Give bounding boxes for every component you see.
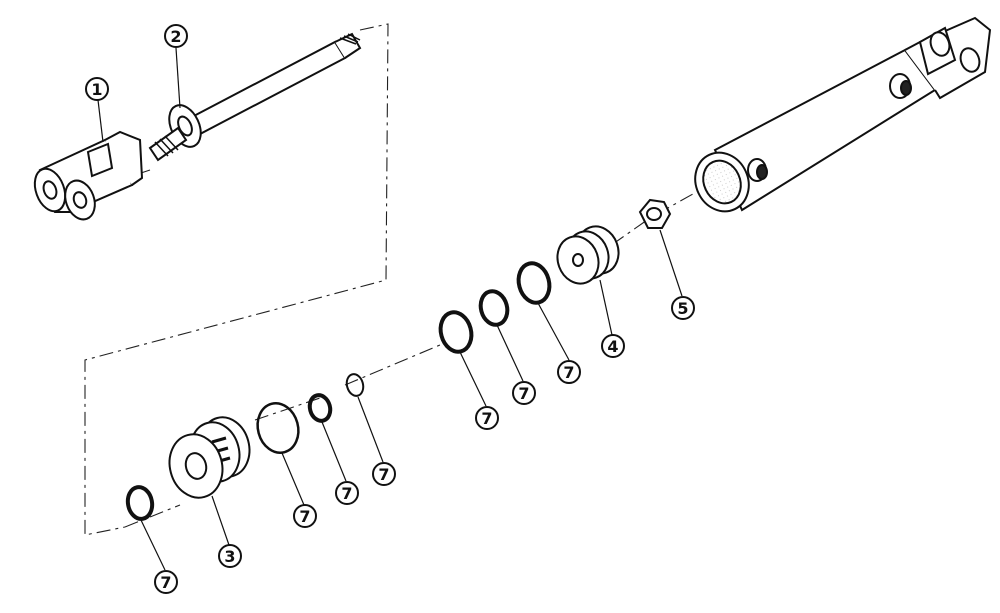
backup-ring-medium: [438, 310, 474, 354]
callout-7f: 7: [512, 381, 536, 405]
piston-rod-part: [148, 32, 362, 162]
callout-7a: 7: [154, 570, 178, 594]
callout-4-label: 4: [607, 337, 618, 356]
callout-7b: 7: [293, 504, 317, 528]
callout-5-label: 5: [677, 299, 688, 318]
callout-7a-label: 7: [160, 573, 171, 592]
callout-7e-label: 7: [481, 409, 492, 428]
piston-part: [556, 225, 620, 285]
callout-1: 1: [85, 77, 109, 101]
callout-7g-label: 7: [563, 363, 574, 382]
callout-7d: 7: [372, 462, 396, 486]
assembly-guide-lines: [59, 23, 701, 536]
gland-part: [168, 416, 251, 499]
callout-1-label: 1: [91, 80, 102, 99]
leader-lines: [97, 47, 683, 571]
callout-3-label: 3: [224, 547, 235, 566]
callout-7f-label: 7: [518, 384, 529, 403]
backup-ring-small: [307, 393, 333, 423]
seals-group: [125, 261, 552, 521]
callout-2: 2: [164, 24, 188, 48]
o-ring-piston: [478, 289, 510, 327]
callout-3: 3: [218, 544, 242, 568]
callout-7d-label: 7: [378, 465, 389, 484]
wiper-seal-small: [125, 485, 155, 521]
hex-nut-part: [638, 198, 672, 229]
o-ring-large: [256, 402, 300, 454]
callout-7b-label: 7: [299, 507, 310, 526]
callout-5: 5: [671, 296, 695, 320]
callout-7e: 7: [475, 406, 499, 430]
callout-7c: 7: [335, 481, 359, 505]
callout-7c-label: 7: [341, 484, 352, 503]
callout-7g: 7: [557, 360, 581, 384]
cylinder-barrel-part: [694, 16, 992, 213]
callout-4: 4: [601, 334, 625, 358]
callout-2-label: 2: [170, 27, 181, 46]
o-ring-small: [345, 373, 365, 397]
clevis-yoke-part: [33, 130, 144, 221]
backup-ring-piston: [516, 261, 552, 305]
